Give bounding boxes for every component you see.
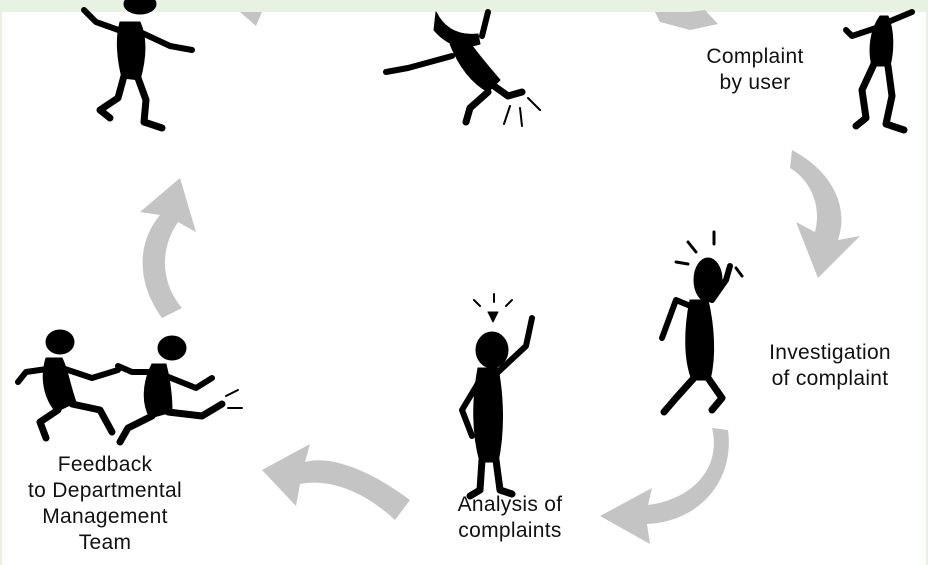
- figure-runners: [15, 329, 243, 446]
- stage-label-line: Complaint: [706, 45, 804, 68]
- stage-label-complaint: Complaint by user: [680, 44, 830, 96]
- frame-left-edge: [0, 0, 2, 565]
- top-band: [0, 0, 928, 12]
- stage-label-feedback: Feedback to Departmental Management Team: [0, 452, 210, 556]
- stage-label-analysis: Analysis of complaints: [420, 492, 600, 544]
- arrow-top-left: [240, 12, 262, 26]
- stage-label-line: Feedback: [57, 453, 153, 476]
- arrow-top-right: [655, 10, 718, 30]
- stage-label-line: of complaint: [771, 367, 889, 390]
- arrow-right-down: [790, 150, 860, 278]
- stage-label-line: Management: [42, 505, 168, 528]
- stage-label-line: Analysis of: [457, 493, 563, 516]
- figure-investigation: [659, 230, 744, 416]
- arrow-bottom-left: [262, 444, 410, 520]
- stage-label-line: to Departmental: [28, 479, 182, 502]
- arrow-bottom-right: [600, 428, 729, 544]
- figure-top-left: [81, 0, 195, 132]
- arrow-left-up: [140, 178, 196, 318]
- figure-top-middle: [383, 9, 541, 127]
- cycle-arrows: [140, 10, 860, 544]
- stage-label-investigation: Investigation of complaint: [740, 340, 920, 392]
- stage-label-line: Investigation: [769, 341, 891, 364]
- stage-label-line: complaints: [458, 519, 562, 542]
- figure-analysis: [459, 293, 535, 500]
- figure-top-right: [843, 9, 915, 134]
- stage-label-line: by user: [719, 71, 791, 94]
- stage-label-line: Team: [78, 531, 132, 554]
- frame-right-edge: [926, 0, 928, 565]
